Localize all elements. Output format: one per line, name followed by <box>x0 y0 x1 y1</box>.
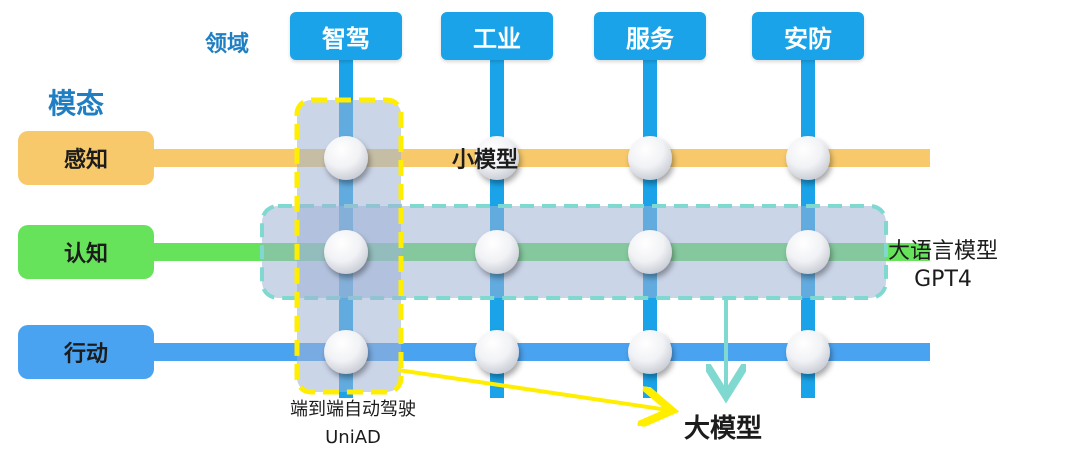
node-r0-c3 <box>786 136 830 180</box>
node-r2-c3 <box>786 330 830 374</box>
small-model-label: 小模型 <box>452 148 519 173</box>
domain-box-2: 服务 <box>594 12 706 60</box>
node-r1-c3 <box>786 230 830 274</box>
node-r0-c2 <box>628 136 672 180</box>
domain-box-0: 智驾 <box>290 12 402 60</box>
llm-highlight-region <box>260 204 888 300</box>
end-to-end-example: UniAD <box>325 427 381 448</box>
domain-box-1: 工业 <box>441 12 553 60</box>
llm-title: 大语言模型 <box>888 239 999 264</box>
llm-label: 大语言模型 GPT4 <box>888 238 998 294</box>
node-r1-c0 <box>324 230 368 274</box>
modality-axis-label: 模态 <box>48 87 105 120</box>
node-r2-c0 <box>324 330 368 374</box>
modality-box-1: 认知 <box>18 225 154 279</box>
domain-axis-label: 领域 <box>205 32 250 57</box>
node-r0-c1 <box>475 136 519 180</box>
llm-example: GPT4 <box>914 267 972 292</box>
node-r2-c2 <box>628 330 672 374</box>
end-to-end-arrow <box>397 368 668 410</box>
modality-box-0: 感知 <box>18 131 154 185</box>
node-r0-c0 <box>324 136 368 180</box>
big-model-label: 大模型 <box>684 414 763 444</box>
domain-box-3: 安防 <box>752 12 864 60</box>
modality-box-2: 行动 <box>18 325 154 379</box>
end-to-end-label: 端到端自动驾驶 UniAD <box>258 396 448 452</box>
node-r2-c1 <box>475 330 519 374</box>
node-r1-c2 <box>628 230 672 274</box>
end-to-end-title: 端到端自动驾驶 <box>290 399 416 420</box>
node-r1-c1 <box>475 230 519 274</box>
